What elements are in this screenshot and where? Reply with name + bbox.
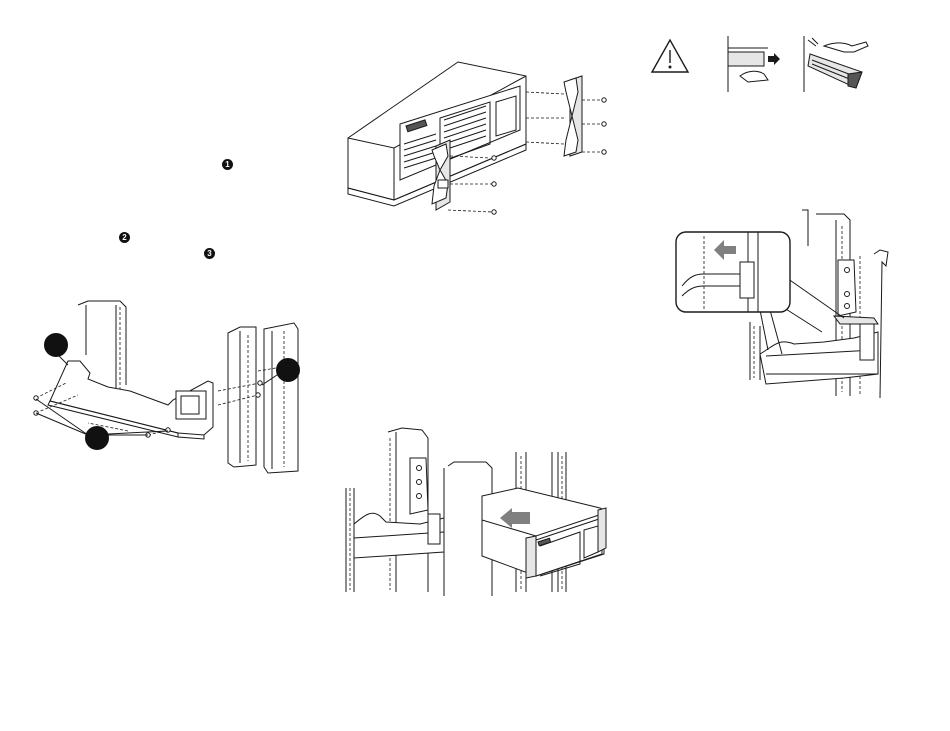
callout-bracket — [44, 333, 68, 357]
lift-hazard-icon — [804, 36, 868, 92]
warning-icons — [648, 36, 873, 96]
rail-latch-detail-illustration — [674, 206, 894, 401]
caution-triangle-icon — [652, 40, 688, 72]
callout-screws — [85, 426, 109, 450]
step-marker-1: 1 — [222, 159, 233, 170]
slide-out-icon — [728, 36, 780, 92]
rail-bracket-illustration — [28, 295, 318, 475]
server-slide-in-illustration — [340, 428, 612, 596]
callout-front-post — [276, 358, 300, 382]
server-handles-illustration — [340, 60, 618, 220]
step-marker-3: 3 — [204, 248, 215, 259]
step-marker-2: 2 — [119, 232, 130, 243]
